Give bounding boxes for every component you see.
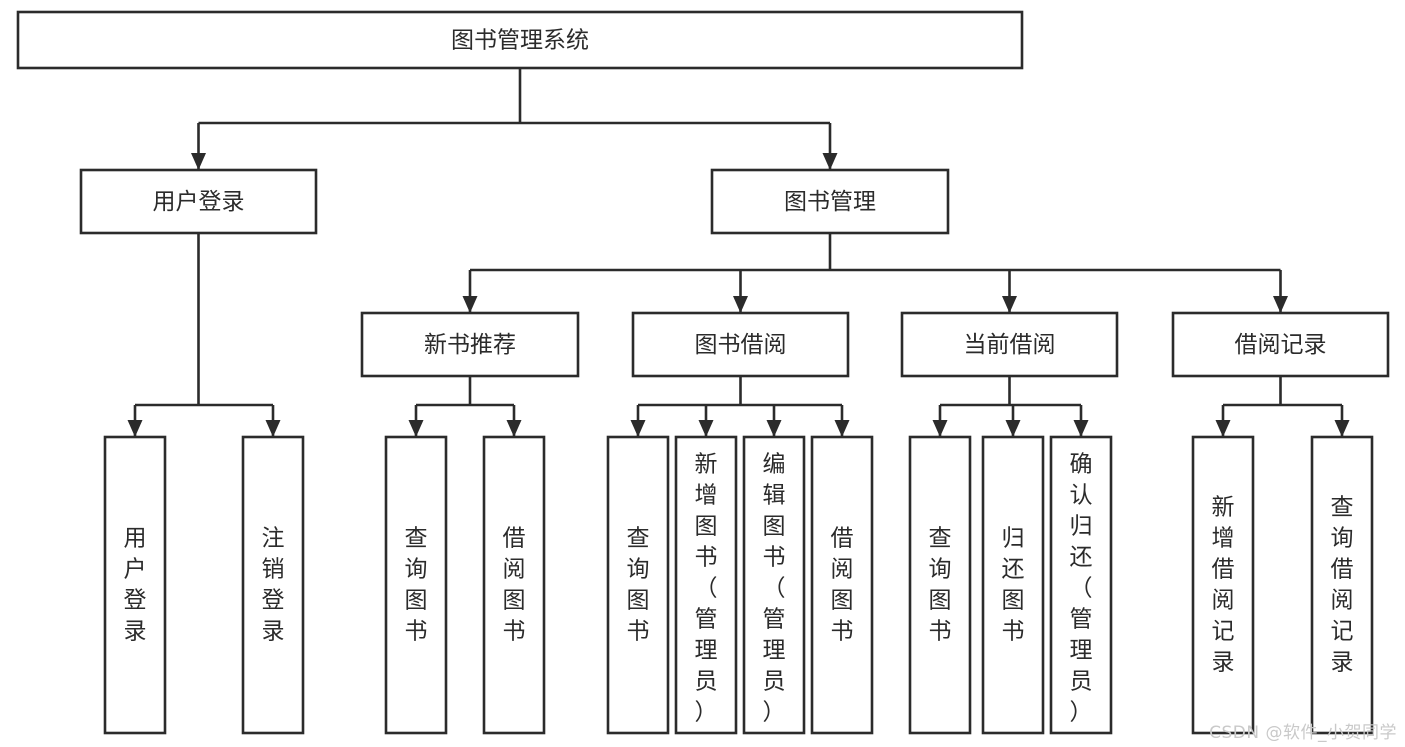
node-box-current-borrow [900,311,1119,378]
csdn-watermark: CSDN @软件_小贺同学 [1209,723,1397,743]
node-leaf-borrow-book-1[interactable]: 借阅图书 [482,435,546,735]
node-leaf-return-book[interactable]: 归还图书 [981,435,1045,735]
node-borrow-record[interactable]: 借阅记录 [1171,311,1390,378]
node-box-leaf-confirm-return [1049,435,1113,735]
node-label-leaf-user-login: 用户登录 [124,525,147,644]
arrow-head-icon [822,153,838,170]
arrow-head-icon [506,420,522,437]
node-box-leaf-edit-book [742,435,806,735]
arrow-head-icon [630,420,646,437]
node-leaf-user-login[interactable]: 用户登录 [103,435,167,735]
node-label-book-management: 图书管理 [784,189,876,215]
node-new-book-recommend[interactable]: 新书推荐 [360,311,580,378]
node-label-leaf-confirm-return: 确认归还（管理员） [1070,451,1093,725]
node-box-leaf-borrow-book-2 [810,435,874,735]
node-box-leaf-query-book-3 [908,435,972,735]
node-leaf-query-borrow-record[interactable]: 查询借阅记录 [1310,435,1374,735]
node-box-new-book-recommend [360,311,580,378]
node-book-management[interactable]: 图书管理 [710,168,950,235]
node-label-leaf-query-book-1: 查询图书 [405,525,428,644]
arrow-head-icon [766,420,782,437]
node-box-root [16,10,1024,70]
node-label-leaf-query-book-3: 查询图书 [929,525,952,644]
arrow-head-icon [698,420,714,437]
node-label-leaf-query-borrow-record: 查询借阅记录 [1331,494,1354,675]
node-label-leaf-edit-book: 编辑图书（管理员） [763,451,786,725]
node-box-leaf-add-book [674,435,738,735]
node-box-leaf-borrow-book-1 [482,435,546,735]
node-label-book-borrow: 图书借阅 [695,332,787,358]
arrow-head-icon [733,296,748,313]
arrow-head-icon [408,420,424,437]
arrow-head-icon [1334,420,1350,437]
node-box-leaf-query-book-2 [606,435,670,735]
nodes-layer: 图书管理系统用户登录图书管理新书推荐图书借阅当前借阅借阅记录用户登录注销登录查询… [16,10,1390,735]
arrow-head-icon [265,420,281,437]
node-leaf-edit-book[interactable]: 编辑图书（管理员） [742,435,806,735]
node-box-leaf-user-login [103,435,167,735]
node-leaf-add-book[interactable]: 新增图书（管理员） [674,435,738,735]
connectors-layer [127,68,1350,437]
node-label-user-login: 用户登录 [153,189,245,215]
node-label-borrow-record: 借阅记录 [1235,332,1327,358]
node-label-root: 图书管理系统 [451,28,589,54]
node-leaf-query-book-3[interactable]: 查询图书 [908,435,972,735]
node-label-leaf-add-book: 新增图书（管理员） [695,451,718,725]
arrow-head-icon [1273,296,1288,313]
node-box-leaf-query-borrow-record [1310,435,1374,735]
node-box-leaf-query-book-1 [384,435,448,735]
node-box-book-management [710,168,950,235]
node-book-borrow[interactable]: 图书借阅 [631,311,850,378]
arrow-head-icon [1002,296,1017,313]
arrow-head-icon [462,296,478,313]
node-label-leaf-borrow-book-1: 借阅图书 [503,525,526,644]
node-box-user-login [79,168,318,235]
node-label-leaf-query-book-2: 查询图书 [627,525,650,644]
node-current-borrow[interactable]: 当前借阅 [900,311,1119,378]
node-label-new-book-recommend: 新书推荐 [424,332,516,358]
node-label-leaf-return-book: 归还图书 [1002,525,1025,644]
node-label-leaf-borrow-book-2: 借阅图书 [831,525,854,644]
node-leaf-confirm-return[interactable]: 确认归还（管理员） [1049,435,1113,735]
node-label-leaf-add-borrow-record: 新增借阅记录 [1212,494,1235,675]
arrow-head-icon [1073,420,1089,437]
node-label-leaf-user-logout: 注销登录 [262,525,285,644]
node-box-leaf-user-logout [241,435,305,735]
node-leaf-add-borrow-record[interactable]: 新增借阅记录 [1191,435,1255,735]
arrow-head-icon [127,420,143,437]
node-leaf-borrow-book-2[interactable]: 借阅图书 [810,435,874,735]
node-leaf-user-logout[interactable]: 注销登录 [241,435,305,735]
node-leaf-query-book-2[interactable]: 查询图书 [606,435,670,735]
node-box-leaf-add-borrow-record [1191,435,1255,735]
node-box-leaf-return-book [981,435,1045,735]
arrow-head-icon [834,420,850,437]
node-leaf-query-book-1[interactable]: 查询图书 [384,435,448,735]
node-user-login[interactable]: 用户登录 [79,168,318,235]
arrow-head-icon [1215,420,1231,437]
node-label-current-borrow: 当前借阅 [964,332,1056,358]
arrow-head-icon [932,420,948,437]
node-box-borrow-record [1171,311,1390,378]
arrow-head-icon [191,153,206,170]
node-root[interactable]: 图书管理系统 [16,10,1024,70]
arrow-head-icon [1005,420,1021,437]
node-box-book-borrow [631,311,850,378]
